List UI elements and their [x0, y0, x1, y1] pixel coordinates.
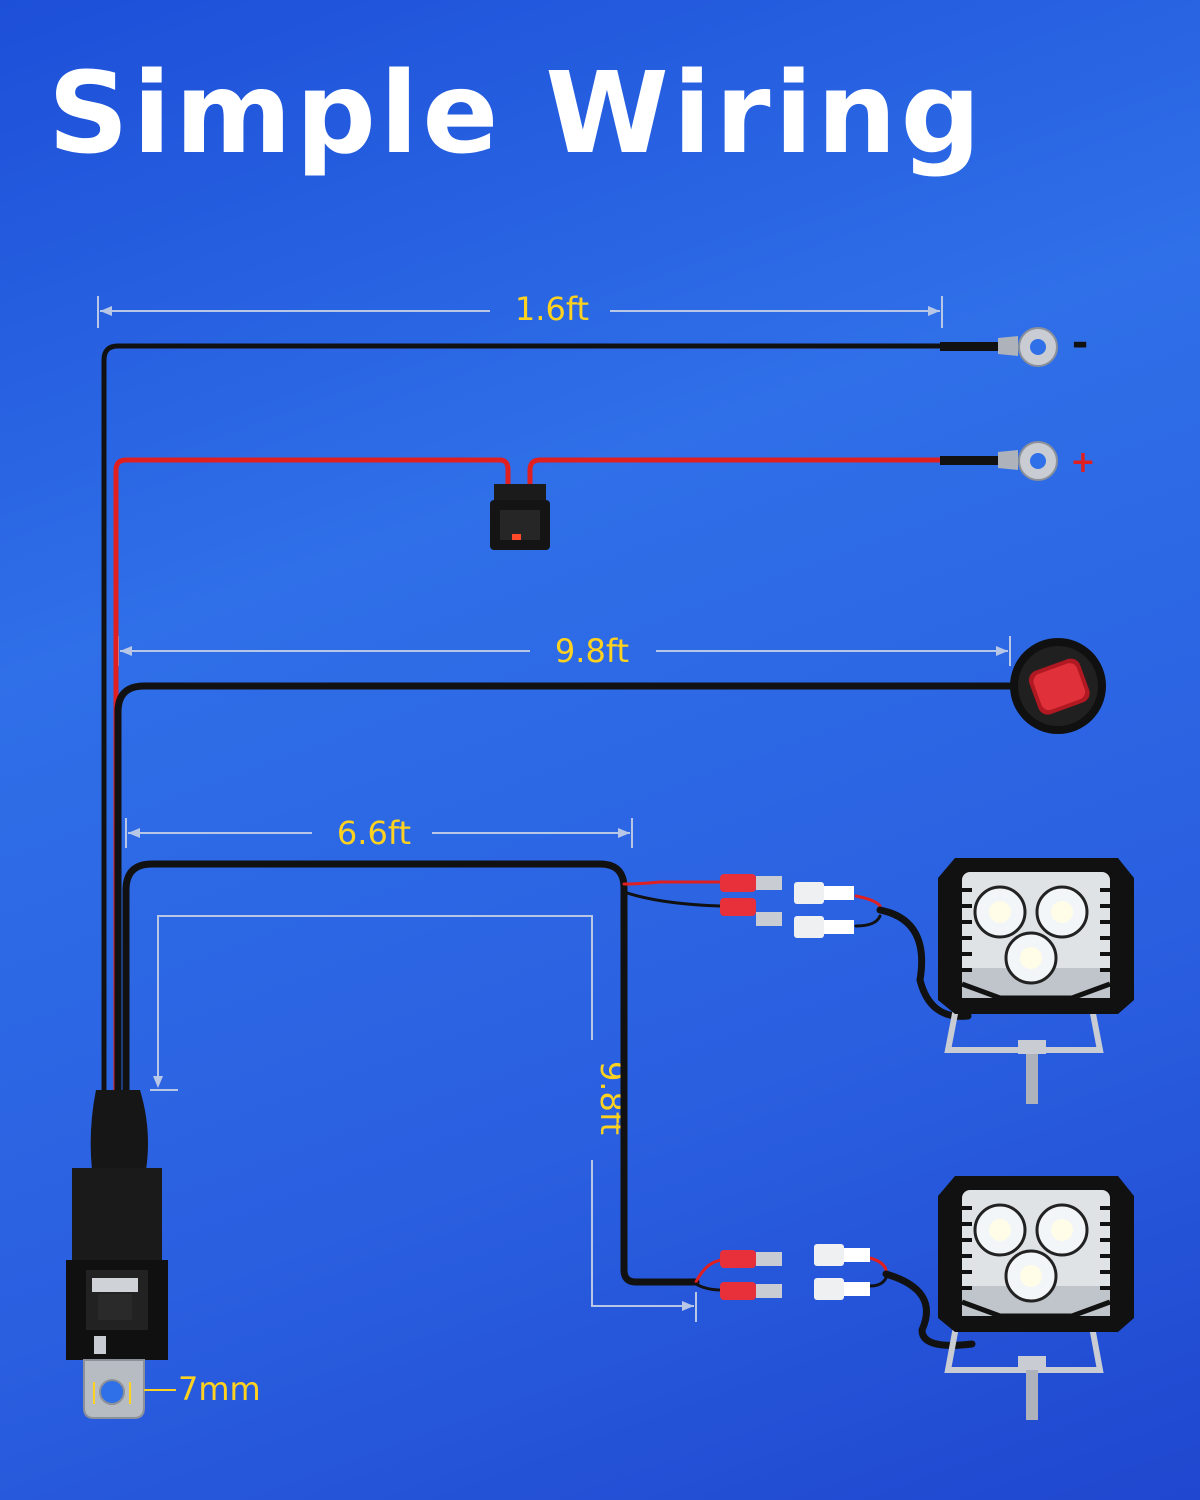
relay-hole-size: 7mm — [178, 1370, 261, 1408]
fuse-holder — [490, 484, 550, 550]
light2-red-lead — [694, 1258, 724, 1284]
light1-black-lead — [622, 890, 722, 908]
led-light-2 — [938, 1176, 1134, 1420]
page-title: Simple Wiring — [48, 49, 985, 179]
switch-wire — [114, 682, 1016, 1104]
positive-ring-terminal — [940, 441, 1058, 481]
light1-connectors — [720, 874, 854, 938]
rocker-switch — [1010, 638, 1106, 734]
negative-ring-terminal — [940, 327, 1058, 367]
negative-wire — [101, 343, 948, 1103]
positive-sign: + — [1070, 445, 1095, 480]
dimension-lines — [97, 296, 1011, 1322]
light1-cable — [876, 906, 972, 1020]
negative-sign: - — [1072, 320, 1089, 366]
light1-wire-length: 6.6ft — [337, 814, 411, 852]
positive-wire-a — [113, 457, 511, 1103]
light-main-wire — [122, 860, 700, 1286]
wires — [101, 343, 1016, 1349]
battery-wire-length: 1.6ft — [515, 290, 589, 328]
relay — [66, 1090, 176, 1419]
dimension-arrows — [100, 306, 1008, 1311]
positive-wire-b — [527, 457, 948, 489]
light2-black-lead — [694, 1282, 724, 1292]
light2-connectors — [720, 1244, 870, 1300]
led-light-1 — [938, 858, 1134, 1104]
light2-cable — [882, 1270, 976, 1349]
switch-wire-length: 9.8ft — [555, 632, 629, 670]
light1-red-lead — [622, 880, 724, 886]
